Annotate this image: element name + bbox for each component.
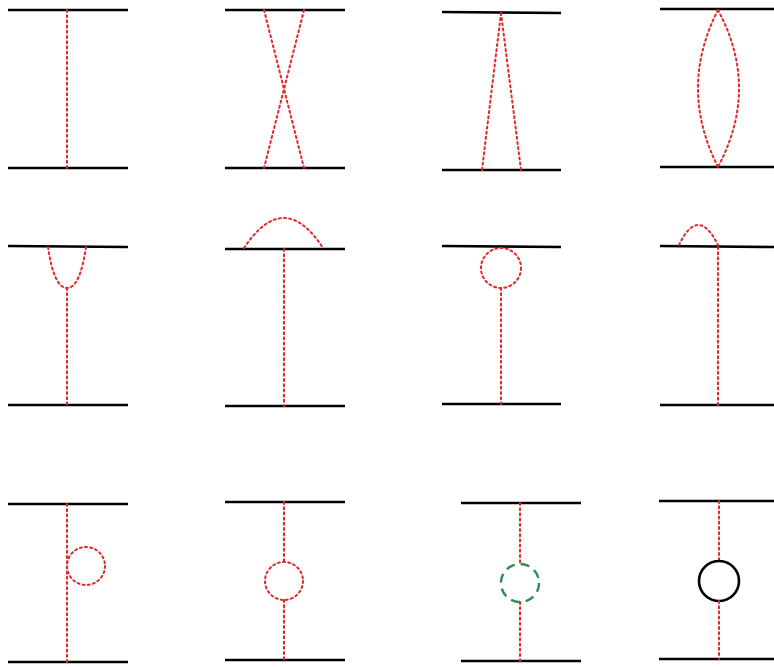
tadpole-loop bbox=[480, 247, 522, 289]
panel-arc-on-line bbox=[225, 217, 345, 408]
panel-small-arc-on-line bbox=[659, 224, 774, 407]
top-line bbox=[7, 244, 129, 249]
converging-propagator-a bbox=[481, 12, 502, 171]
solid-self-energy-loop bbox=[697, 559, 741, 603]
crossed-propagator-a bbox=[263, 9, 305, 169]
top-line bbox=[659, 244, 774, 249]
dashed-self-energy-loop bbox=[499, 562, 541, 604]
panel-side-bubble bbox=[8, 502, 128, 664]
lens-propagator-left bbox=[697, 9, 719, 168]
crossed-propagator-b bbox=[263, 9, 305, 169]
converging-propagator-b bbox=[500, 12, 522, 171]
side-bubble-loop bbox=[66, 546, 106, 586]
panel-crossed-exchange bbox=[225, 8, 345, 170]
panel-dotted-self-energy-loop bbox=[225, 500, 345, 662]
small-arc-propagator bbox=[678, 224, 719, 246]
panel-vertex-correction bbox=[7, 244, 129, 407]
panel-single-exchange bbox=[8, 8, 128, 170]
panel-dashed-self-energy-loop bbox=[461, 501, 581, 663]
lens-propagator-right bbox=[717, 9, 740, 168]
top-line bbox=[441, 244, 562, 249]
panel-lens-exchange bbox=[660, 7, 774, 169]
vertex-loop bbox=[47, 246, 87, 290]
panel-solid-self-energy-loop bbox=[659, 499, 774, 661]
panel-converging-exchange bbox=[441, 10, 562, 172]
panel-tadpole-loop bbox=[441, 244, 562, 406]
self-energy-loop bbox=[264, 561, 304, 601]
arc-propagator bbox=[243, 217, 324, 249]
